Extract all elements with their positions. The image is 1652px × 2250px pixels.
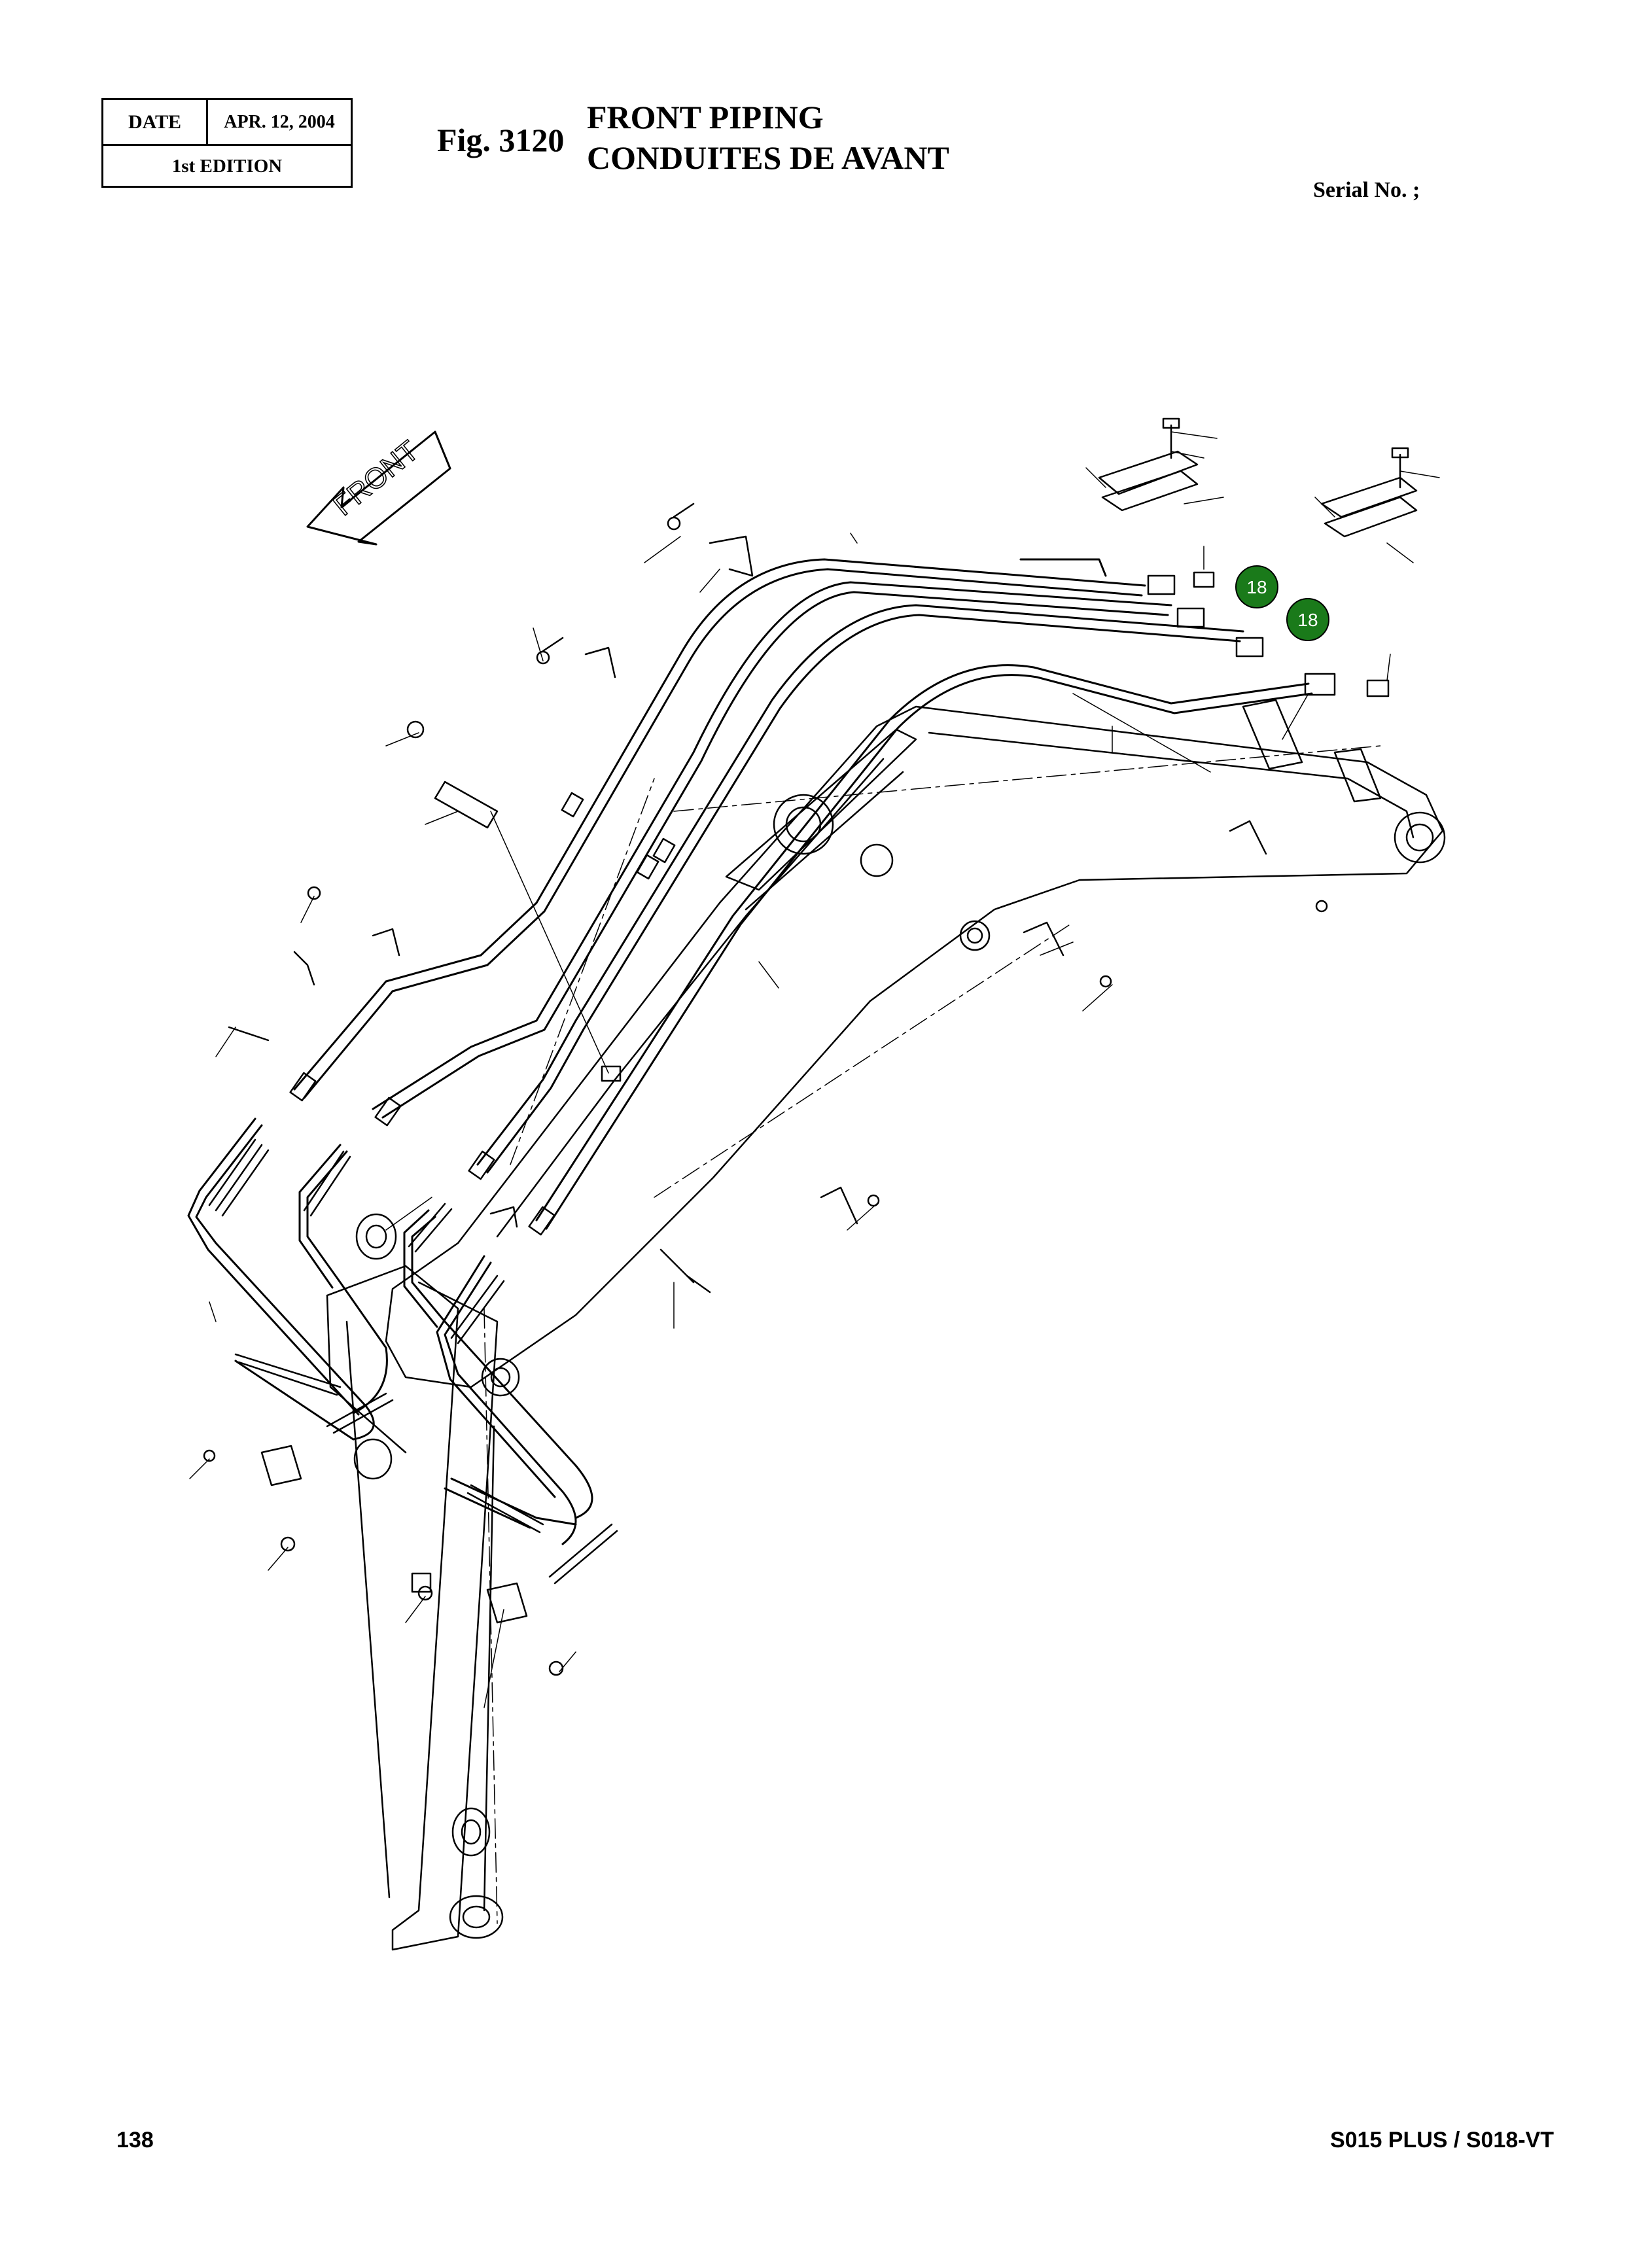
serial-number-label: Serial No. ; (1313, 178, 1420, 202)
date-label: DATE (103, 100, 208, 144)
figure-number: Fig. 3120 (437, 122, 565, 158)
model-name: S015 PLUS / S018-VT (1329, 2128, 1554, 2153)
title-english: FRONT PIPING (587, 99, 824, 135)
date-edition-box: DATE APR. 12, 2004 1st EDITION (101, 98, 353, 188)
boom-outline (326, 705, 1446, 1951)
front-arrow (306, 431, 451, 546)
callout-18-a[interactable]: 18 (1235, 565, 1278, 608)
front-arrow-label: FRONT (327, 434, 425, 521)
callout-label: 18 (1297, 610, 1318, 630)
title-french: CONDUITES DE AVANT (587, 139, 949, 176)
figure-title: FRONT PIPING CONDUITES DE AVANT (587, 97, 949, 178)
date-row: DATE APR. 12, 2004 (103, 100, 351, 146)
callout-badge (1286, 598, 1329, 641)
hose-fittings (208, 571, 1390, 1585)
callout-18-b[interactable]: 18 (1286, 598, 1329, 641)
edition-label: 1st EDITION (171, 155, 283, 177)
date-value: APR. 12, 2004 (224, 111, 335, 132)
leader-lines (189, 431, 1440, 1708)
hydraulic-pipes (293, 558, 1313, 1230)
flexible-hoses (187, 1117, 593, 1545)
clamps-and-bolts (203, 417, 1418, 1676)
centerlines (483, 745, 1381, 1924)
callout-badge (1235, 565, 1278, 608)
callout-label: 18 (1246, 577, 1267, 597)
page-number: 138 (116, 2128, 154, 2153)
